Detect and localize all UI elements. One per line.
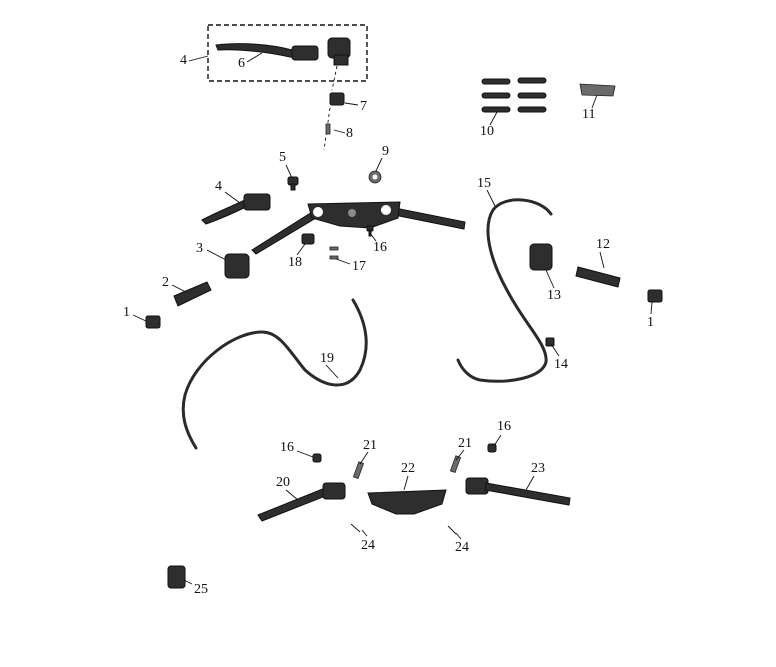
part-22-top-clamp [367,489,447,515]
part-6-lever [215,43,319,61]
label-21-left: 21 [363,438,377,453]
label-6: 6 [238,56,245,71]
part-3-switch-housing [224,253,250,279]
label-22: 22 [401,461,415,476]
label-3: 3 [196,241,203,256]
part-24-screw-left [350,523,361,533]
label-4-middle: 4 [215,179,222,194]
label-21-right: 21 [458,436,472,451]
label-13: 13 [547,288,561,303]
label-12: 12 [596,237,610,252]
label-19: 19 [320,351,334,366]
part-21-left-pin [352,461,365,480]
label-11: 11 [582,107,596,122]
leader-lines [132,52,653,585]
lever-assembly-group-box [207,24,368,82]
part-9-nut [368,170,382,184]
label-2: 2 [162,275,169,290]
label-15: 15 [477,176,491,191]
part-15-throttle-cable [456,198,553,383]
part-16-bolt-left [312,453,322,463]
part-11-bracket [579,83,616,97]
label-8: 8 [346,126,353,141]
part-24-screw-right [447,525,457,535]
label-16-lower-left: 16 [280,440,294,455]
label-14: 14 [554,357,568,372]
part-1-bar-end-right [647,289,663,303]
label-18: 18 [288,255,302,270]
part-10-straps [481,77,547,113]
label-4-top: 4 [180,53,187,68]
part-4-front-lever [201,193,271,225]
label-9: 9 [382,144,389,159]
label-24-right: 24 [455,540,469,555]
label-1-right: 1 [647,315,654,330]
part-25-plug [167,565,186,589]
part-1-bar-end-left [145,315,161,329]
handlebar-assembly [251,201,466,255]
part-20-left-clip-on [257,482,346,522]
label-16-lower-right: 16 [497,419,511,434]
part-23-right-clip-on [465,477,571,506]
part-14-cable-clip [545,337,555,347]
label-20: 20 [276,475,290,490]
label-25: 25 [194,582,208,597]
part-17-screws [329,246,339,260]
label-10: 10 [480,124,494,139]
part-12-throttle-grip [575,266,621,288]
label-16-upper: 16 [373,240,387,255]
part-8-pin [325,123,331,135]
label-1-left: 1 [123,305,130,320]
label-5: 5 [279,150,286,165]
part-16-screw-upper [366,225,374,237]
label-7: 7 [360,99,367,114]
label-17: 17 [352,259,366,274]
part-13-switch-housing [529,243,553,271]
label-23: 23 [531,461,545,476]
part-5-bolt [287,176,299,191]
part-19-clutch-cable [181,298,368,450]
part-18-clip [301,233,315,245]
part-2-grip [173,281,212,307]
part-21-right-pin [449,455,462,474]
label-24-left: 24 [361,538,375,553]
part-4-lever-bracket-top [327,37,351,66]
part-7-switch [329,92,345,106]
